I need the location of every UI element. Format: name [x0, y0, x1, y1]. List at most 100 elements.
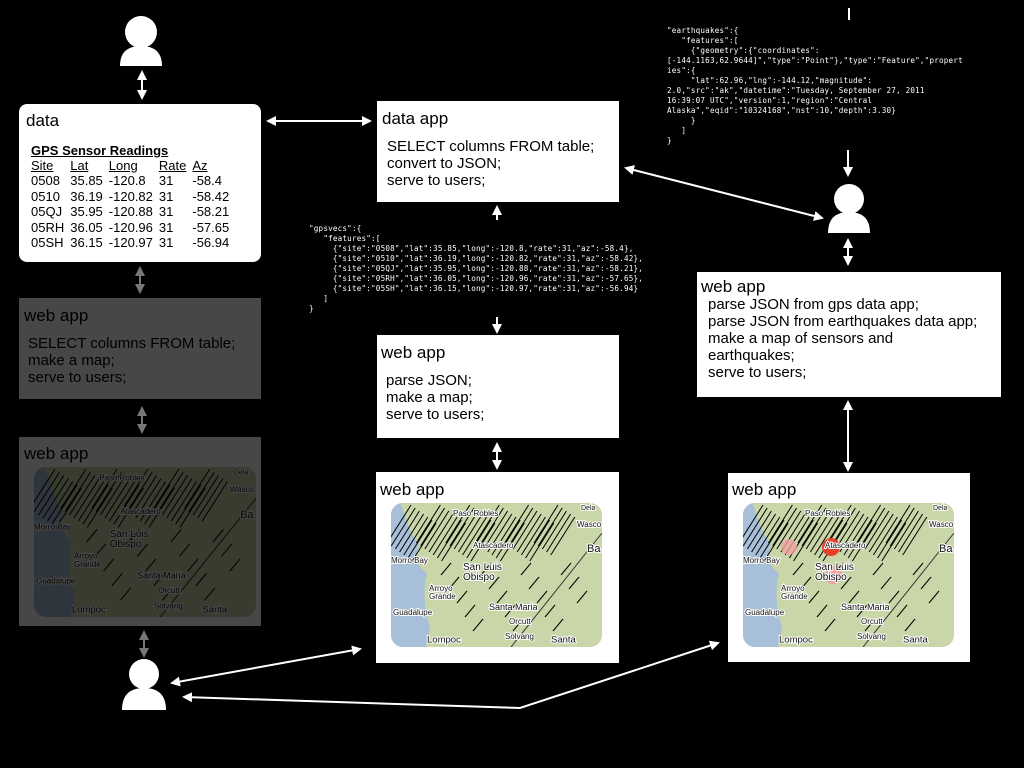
map-label-paso-robles: Paso Robles — [805, 509, 850, 518]
gps-vector — [126, 471, 153, 513]
gps-col-header: Site — [31, 158, 54, 173]
map-label-san-luis-obispo: San Luis — [815, 562, 854, 573]
map-label-arroyo-grande: Arroyo — [429, 584, 453, 593]
gps-vector — [525, 519, 551, 559]
gps-vector — [743, 507, 768, 547]
gps-vector — [420, 507, 446, 547]
gps-cell: -120.82 — [108, 188, 153, 204]
gps-vector — [148, 487, 175, 528]
gps-col-header: Az — [192, 158, 208, 173]
gps-vector — [187, 558, 199, 572]
web-app-right: web app parse JSON from gps data app; pa… — [697, 272, 1001, 397]
gps-vector — [457, 513, 483, 553]
earthquake-marker — [781, 539, 797, 555]
map-label-arroyo-grande: Grande — [74, 560, 101, 569]
gps-vector — [772, 507, 798, 547]
map-label-atascadero: Atascadero — [120, 507, 161, 516]
user-icon-bottom — [122, 659, 166, 710]
gps-cell: -58.21 — [192, 204, 230, 219]
gps-vector — [881, 522, 907, 562]
gps-col-header: Long — [108, 158, 138, 173]
web-app-middle-title: web app — [381, 343, 446, 362]
map-label-delano: Dela — [234, 469, 249, 476]
gps-vector — [119, 587, 132, 601]
data-app-box: data app SELECT columns FROM table; conv… — [377, 101, 619, 202]
gps-cell: 05RH — [31, 219, 65, 235]
earthquakes-json: "earthquakes":{ "features":[ {"geometry"… — [667, 26, 963, 145]
gps-cell: 31 — [158, 219, 174, 235]
gps-vector — [157, 471, 184, 513]
gps-vector — [424, 510, 450, 550]
gps-vector — [153, 468, 180, 509]
map-label-bakersfield: Ba — [587, 543, 601, 555]
gps-vector — [541, 510, 567, 550]
gps-cell: 36.15 — [70, 235, 103, 250]
gps-vector — [877, 519, 903, 559]
map-label-guadalupe: Guadalupe — [745, 608, 785, 617]
gps-vector — [743, 504, 764, 538]
map-label-san-luis-obispo: Obispo — [110, 539, 142, 550]
gps-vector — [34, 471, 60, 513]
gps-vector — [576, 590, 588, 604]
gps-vector — [391, 504, 412, 538]
map-ocean — [391, 503, 430, 647]
gps-vector — [86, 529, 98, 543]
gps-vector — [816, 604, 828, 618]
gps-vector — [192, 475, 219, 516]
gps-vector — [440, 562, 452, 576]
gps-vector — [889, 507, 915, 547]
user-icon-right — [828, 184, 870, 233]
gps-vector — [403, 516, 429, 556]
map-ocean — [743, 503, 782, 647]
map-label-orcutt: Orcutt — [158, 586, 181, 595]
gps-vector — [488, 576, 500, 590]
map-label-guadalupe: Guadalupe — [393, 608, 433, 617]
gps-vector — [117, 487, 144, 528]
gps-vector — [491, 516, 517, 556]
gps-vector — [197, 478, 224, 519]
gps-cell: 05QJ — [31, 204, 63, 219]
gps-vector — [441, 522, 467, 562]
map-label-san-luis-obispo: San Luis — [110, 529, 149, 540]
gps-vector — [86, 487, 113, 528]
gps-vector — [496, 590, 508, 604]
gps-vector — [848, 590, 860, 604]
gps-cell: -57.65 — [192, 219, 230, 235]
gps-vector — [128, 529, 140, 543]
gps-vector — [179, 487, 206, 528]
arrow-user-map-middle — [170, 645, 362, 687]
gps-vector — [195, 572, 207, 587]
gps-vector — [880, 576, 892, 590]
gps-vector — [135, 478, 162, 519]
map-fault-line — [862, 532, 954, 647]
web-app-middle-text: parse JSON; make a map; serve to users; — [386, 372, 485, 423]
gps-vector — [912, 562, 924, 576]
gps-vector — [428, 513, 454, 553]
gps-vector — [843, 516, 869, 556]
gps-vector — [462, 516, 488, 556]
gps-vector — [394, 510, 420, 550]
user-icon-top — [120, 16, 162, 66]
gps-vector — [34, 468, 56, 503]
gps-vector — [504, 604, 516, 618]
gps-vector — [432, 516, 458, 556]
map-label-san-luis-obispo: Obispo — [815, 572, 847, 583]
arrow-dataapp-user — [624, 165, 824, 221]
gps-cell: -120.88 — [108, 204, 153, 219]
map-label-santa-maria: Santa Maria — [489, 602, 538, 612]
gps-vector — [170, 481, 197, 522]
gps-cell: 36.05 — [70, 219, 103, 235]
gps-vector — [94, 543, 106, 557]
map-label-arroyo-grande: Arroyo — [74, 552, 98, 561]
gps-vector — [38, 475, 65, 516]
map-label-solvang: Solvang — [505, 632, 534, 641]
map-label-arroyo-grande: Arroyo — [781, 584, 805, 593]
